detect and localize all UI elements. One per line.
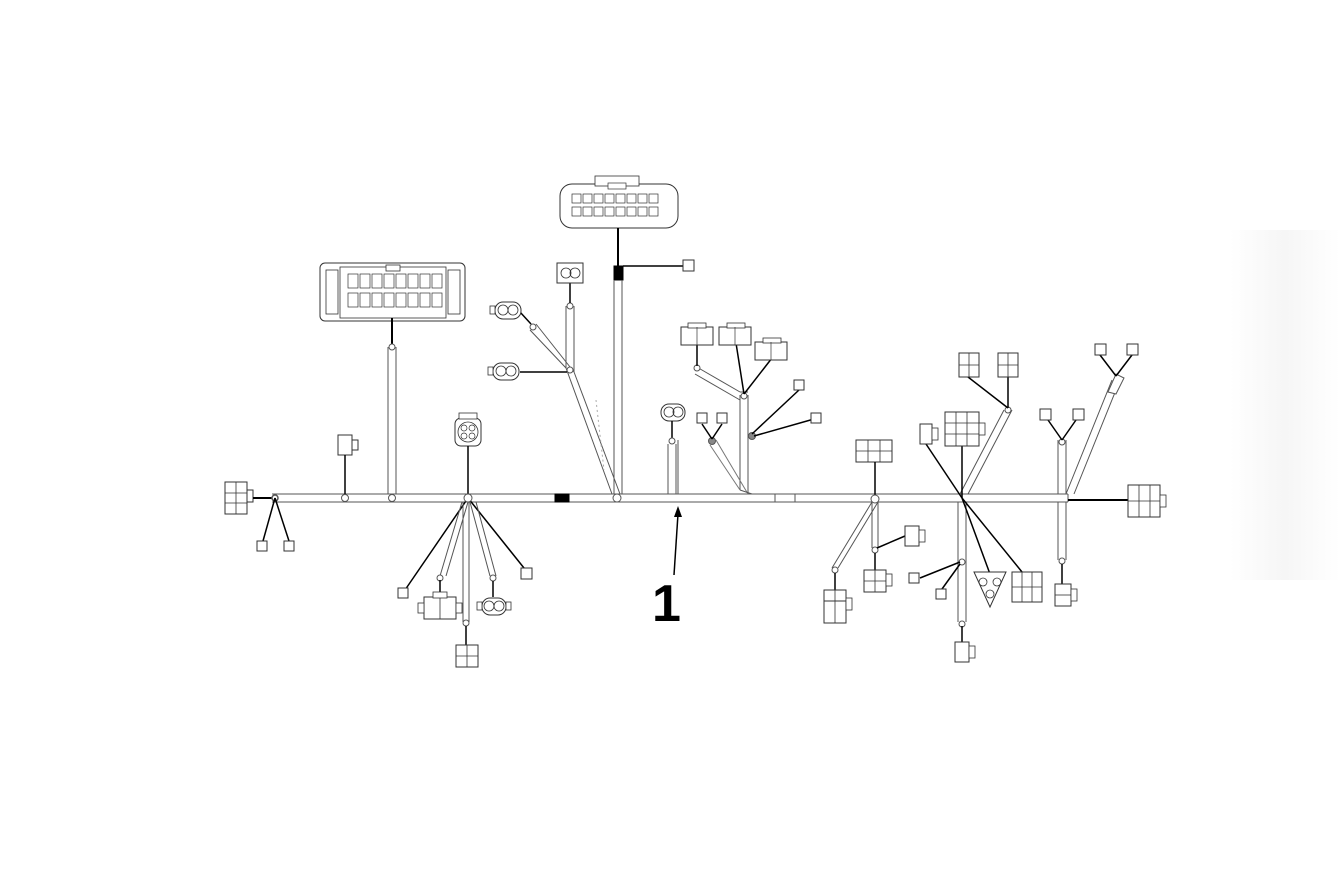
connector-right-hub-grid-low <box>1011 571 1043 603</box>
leads-right-hub <box>919 376 1023 642</box>
leads-875 <box>834 535 906 590</box>
connector-875-c <box>904 525 926 547</box>
connector-small-345 <box>337 434 359 502</box>
connector-right-hub-triangle <box>973 571 1007 609</box>
hub-468-leads <box>397 493 533 645</box>
callout-pointer <box>673 440 682 576</box>
connector-left-end <box>224 481 274 515</box>
branch-large-left <box>387 343 397 502</box>
connector-triple-c <box>754 337 788 361</box>
branch-upper-center <box>529 302 622 503</box>
branch-large-top <box>613 259 695 494</box>
leads-far-right <box>1047 354 1133 584</box>
small-terminals-right-hub <box>908 572 947 600</box>
connector-far-right-bottom <box>1054 583 1078 607</box>
connector-right-hub-left <box>919 423 939 445</box>
connector-right-hub-bottom <box>954 641 976 663</box>
connector-hub-468-b <box>455 644 479 668</box>
leads-mid-right <box>696 342 815 440</box>
connector-875-b <box>863 569 893 593</box>
connector-large-top <box>559 175 679 266</box>
branch-far-right <box>1057 373 1125 565</box>
connector-2pin-low <box>487 362 520 381</box>
small-terminals-far-right <box>1039 343 1139 421</box>
connector-round-4pin <box>454 412 482 496</box>
callout-label-1: 1 <box>652 575 681 633</box>
connector-2pin-mid <box>489 301 522 320</box>
connector-large-left <box>319 262 466 346</box>
connector-triple-a <box>680 322 714 346</box>
small-terminals-mid-right <box>696 379 822 424</box>
connector-right-hub-grid <box>944 411 986 447</box>
connector-round-672 <box>660 403 686 494</box>
connector-right-hub-top-b <box>997 352 1019 378</box>
connector-875-top <box>855 439 893 496</box>
background-glare <box>1230 230 1340 580</box>
connector-875-a <box>823 589 853 624</box>
connector-right-hub-top-a <box>958 352 980 378</box>
connector-hub-468-a <box>417 591 463 620</box>
connector-2pin-top <box>556 262 584 284</box>
branch-875-down <box>831 494 880 574</box>
leads-upper-center <box>519 282 571 373</box>
branch-mid-right <box>693 364 756 495</box>
connector-triple-b <box>718 322 752 346</box>
connector-far-right-end <box>1127 484 1167 518</box>
connector-hub-468-c <box>476 597 512 616</box>
main-harness-trunk <box>272 493 1068 503</box>
left-end-leads <box>256 494 295 552</box>
branch-right-hub <box>957 406 1013 628</box>
